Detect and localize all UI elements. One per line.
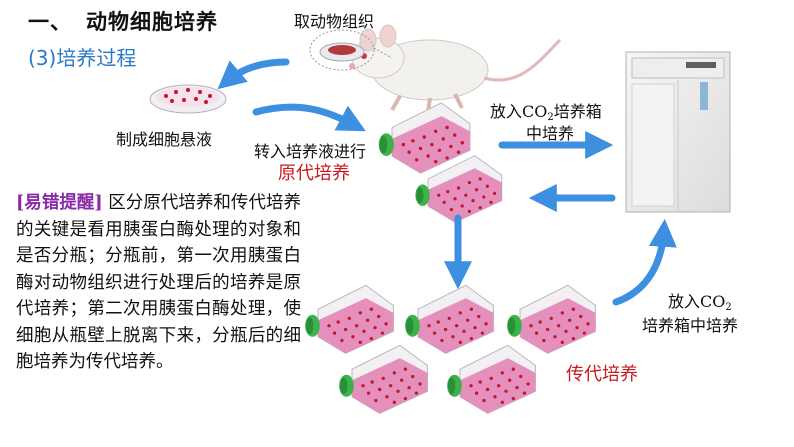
incubator xyxy=(625,51,731,213)
label-incubator-top-sub: 2 xyxy=(547,112,554,123)
label-incubator-top-b: 培养箱 xyxy=(553,102,602,121)
label-incubator-bottom-c: 培养箱中培养 xyxy=(642,316,739,335)
label-incubator-top: 放入CO2培养箱 xyxy=(490,98,602,123)
label-incubator-top-a: 放入CO xyxy=(490,102,548,121)
page-title: 一、动物细胞培养 xyxy=(28,6,218,36)
mouse-illustration xyxy=(349,24,562,113)
heading-text: 动物细胞培养 xyxy=(86,10,218,34)
label-incubator-bottom: 放入CO2 xyxy=(668,288,732,313)
tip-note: [易错提醒] 区分原代培养和传代培养的关键是看用胰蛋白酶处理的对象和是否分瓶；分… xyxy=(16,190,301,376)
section-title: (3)培养过程 xyxy=(28,46,137,70)
label-subculture: 传代培养 xyxy=(566,364,638,385)
heading-number: 一、 xyxy=(28,10,72,34)
label-take-tissue: 取动物组织 xyxy=(294,12,375,31)
label-incubator-bottom-sub: 2 xyxy=(725,302,732,313)
label-primary-culture: 原代培养 xyxy=(278,163,350,184)
primary-culture-flask xyxy=(378,102,471,174)
tissue-dish xyxy=(309,29,393,71)
label-cell-suspension: 制成细胞悬液 xyxy=(116,130,213,149)
subculture-flasks xyxy=(304,284,596,414)
suspension-dish xyxy=(149,84,227,114)
flow-arrows xyxy=(217,58,677,306)
tip-tag: [易错提醒] xyxy=(16,193,103,213)
label-incubator-top-c: 中培养 xyxy=(526,124,575,143)
tip-text: 区分原代培养和传代培养的关键是看用胰蛋白酶处理的对象和是否分瓶；分瓶前，第一次用… xyxy=(16,193,302,372)
label-incubator-bottom-a: 放入CO xyxy=(668,292,726,311)
label-transfer-medium: 转入培养液进行 xyxy=(254,142,367,161)
